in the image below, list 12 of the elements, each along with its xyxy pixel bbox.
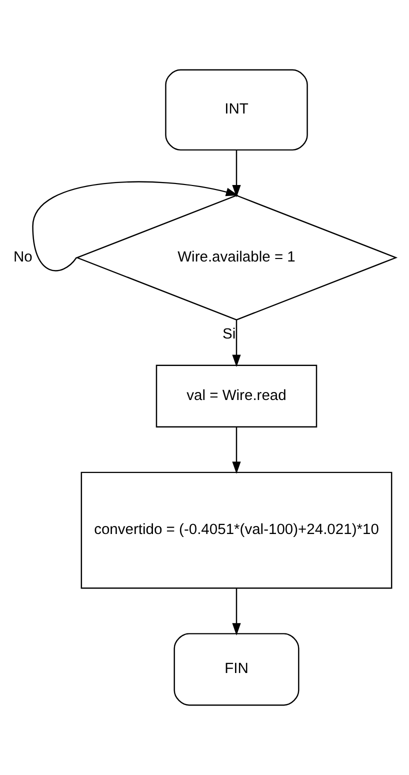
node-box: val = Wire.read	[156, 364, 318, 428]
node-diamond: Wire.available = 1	[75, 194, 398, 320]
arrow	[32, 181, 238, 272]
node-box: INT	[165, 69, 308, 151]
node-box: FIN	[174, 633, 300, 706]
arrow	[232, 320, 241, 368]
edge-label: Si	[222, 326, 236, 343]
arrow	[232, 150, 241, 198]
node-box: convertido = (-0.4051*(val-100)+24.021)*10	[80, 472, 392, 589]
edge-label: No	[13, 249, 32, 266]
arrow	[232, 588, 241, 636]
arrow	[232, 426, 241, 474]
